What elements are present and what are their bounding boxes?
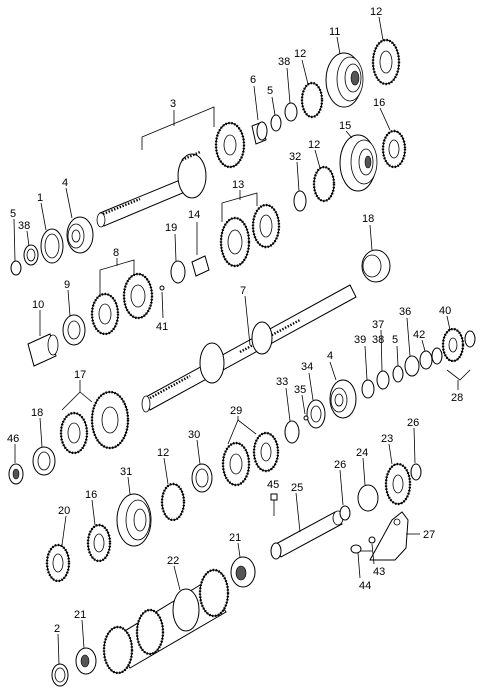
ring-38c: [376, 370, 390, 390]
callout-4: 4: [327, 350, 333, 362]
callout-2: 2: [54, 623, 60, 635]
gear-part-3: [214, 121, 246, 169]
callout-14: 14: [188, 209, 200, 221]
clip-5-top: [270, 114, 282, 132]
bracket-27: [369, 511, 409, 561]
bearing-21b: [75, 647, 97, 675]
callout-6: 6: [250, 74, 256, 86]
callout-3: 3: [170, 98, 176, 110]
bearing-4b: [329, 379, 357, 419]
callout-42: 42: [413, 329, 425, 341]
callout-5: 5: [267, 85, 273, 97]
callout-35: 35: [294, 384, 306, 396]
callout-39: 39: [354, 334, 366, 346]
callout-40: 40: [439, 305, 451, 317]
callout-13: 13: [232, 179, 244, 191]
callout-20: 20: [58, 505, 70, 517]
callout-44: 44: [359, 580, 371, 592]
bearing-46: [8, 463, 24, 485]
washer-19: [170, 260, 186, 284]
callout-12: 12: [308, 139, 320, 151]
callout-43: 43: [373, 566, 385, 578]
callout-46: 46: [7, 433, 19, 445]
callout-26: 26: [407, 417, 419, 429]
clip-26b: [339, 505, 351, 521]
callout-16: 16: [85, 489, 97, 501]
bolt-44: [350, 544, 372, 554]
sleeve-18-top: [361, 249, 391, 283]
callout-38: 38: [278, 56, 290, 68]
callout-38: 38: [372, 334, 384, 346]
clip-32: [293, 190, 307, 212]
sleeve-hub-15: [339, 134, 378, 192]
ring-38-top: [284, 102, 298, 122]
ball-35: [303, 415, 309, 421]
callout-5: 5: [392, 334, 398, 346]
ring-36: [404, 355, 420, 377]
clip-5: [10, 260, 22, 276]
callout-41: 41: [156, 321, 168, 333]
clip-26a: [410, 463, 422, 481]
ring-42b: [431, 347, 443, 365]
ball-41: [159, 285, 165, 291]
input-shaft: [96, 150, 207, 228]
callout-19: 19: [165, 222, 177, 234]
callout-22: 22: [167, 555, 179, 567]
callout-16: 16: [373, 97, 385, 109]
clip-5c: [392, 365, 404, 383]
callout-21: 21: [74, 609, 86, 621]
ring-39: [361, 379, 375, 399]
callout-28: 28: [451, 392, 463, 404]
callout-34: 34: [301, 361, 313, 373]
bush-24: [357, 484, 379, 512]
leader-lines: [13, 16, 471, 665]
callout-4: 4: [62, 177, 68, 189]
callout-7: 7: [240, 285, 246, 297]
bush-14: [191, 255, 210, 277]
sleeve-6: [251, 121, 268, 145]
callout-12: 12: [294, 48, 306, 60]
callout-12: 12: [157, 447, 169, 459]
callout-36: 36: [399, 306, 411, 318]
bolt-45: [270, 493, 278, 516]
ring-33: [284, 420, 300, 444]
clip-28: [464, 330, 476, 348]
callout-11: 11: [329, 26, 340, 38]
callout-5: 5: [10, 208, 16, 220]
bearing-21: [230, 556, 256, 588]
sleeve-hub-11: [325, 52, 364, 108]
callout-10: 10: [32, 299, 44, 311]
callout-25: 25: [291, 482, 303, 494]
callout-15: 15: [339, 120, 351, 132]
callout-18: 18: [362, 213, 374, 225]
callout-32: 32: [289, 151, 301, 163]
callout-9: 9: [64, 279, 70, 291]
callout-37: 37: [372, 319, 384, 331]
callout-30: 30: [188, 429, 200, 441]
callout-24: 24: [356, 447, 368, 459]
sleeve-hub-31: [116, 493, 152, 547]
callout-33: 33: [276, 376, 288, 388]
bearing-4: [66, 216, 94, 254]
ring-42: [419, 350, 433, 370]
callout-21: 21: [229, 532, 241, 544]
callout-29: 29: [230, 405, 242, 417]
callout-8: 8: [113, 247, 119, 259]
callout-31: 31: [120, 466, 132, 478]
washer-43: [368, 536, 376, 544]
callout-17: 17: [74, 369, 86, 381]
callout-23: 23: [381, 433, 393, 445]
callout-1: 1: [37, 192, 43, 204]
countershaft-22: [102, 568, 230, 675]
callout-45: 45: [267, 479, 279, 491]
callout-27: 27: [423, 529, 435, 541]
mainshaft-7: [141, 284, 357, 413]
callout-18: 18: [31, 407, 43, 419]
reverse-shaft-25: [270, 510, 344, 560]
callout-38: 38: [18, 220, 30, 232]
callout-12: 12: [370, 6, 382, 18]
callout-26: 26: [334, 459, 346, 471]
